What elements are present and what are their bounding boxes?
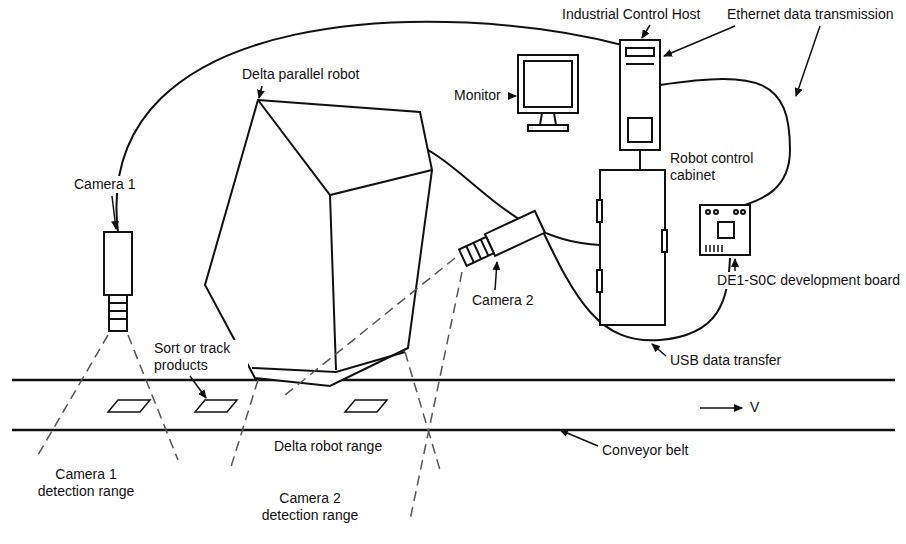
label-text: V (748, 399, 761, 416)
label-text: Industrial Control Host (560, 6, 703, 23)
label-text: Sort or track products (152, 340, 248, 374)
label-text: USB data transfer (668, 352, 783, 369)
label-text: Camera 1 (72, 176, 137, 193)
host-cabinet-cable (639, 150, 641, 170)
products (108, 400, 387, 412)
camera-1 (104, 232, 132, 331)
dev-board (700, 205, 750, 255)
ethernet-cable (660, 79, 790, 205)
monitor (518, 55, 578, 131)
camera-2 (458, 211, 545, 269)
label-text: Camera 2 detection range (252, 490, 368, 524)
label-text: DE1-S0C development board (715, 272, 902, 289)
leader-arrows (112, 25, 820, 446)
label-text: Camera 2 (470, 292, 535, 309)
label-text: Monitor (452, 87, 503, 104)
label-text: Camera 1 detection range (28, 466, 144, 500)
host-computer (620, 40, 660, 150)
label-text: Robot control cabinet (668, 150, 767, 184)
label-text: Delta robot range (272, 438, 384, 455)
label-text: Delta parallel robot (240, 66, 362, 83)
conveyor-belt (12, 380, 895, 430)
label-text: Conveyor belt (600, 442, 690, 459)
control-cabinet (597, 170, 667, 325)
label-text: Ethernet data transmission (725, 6, 896, 23)
